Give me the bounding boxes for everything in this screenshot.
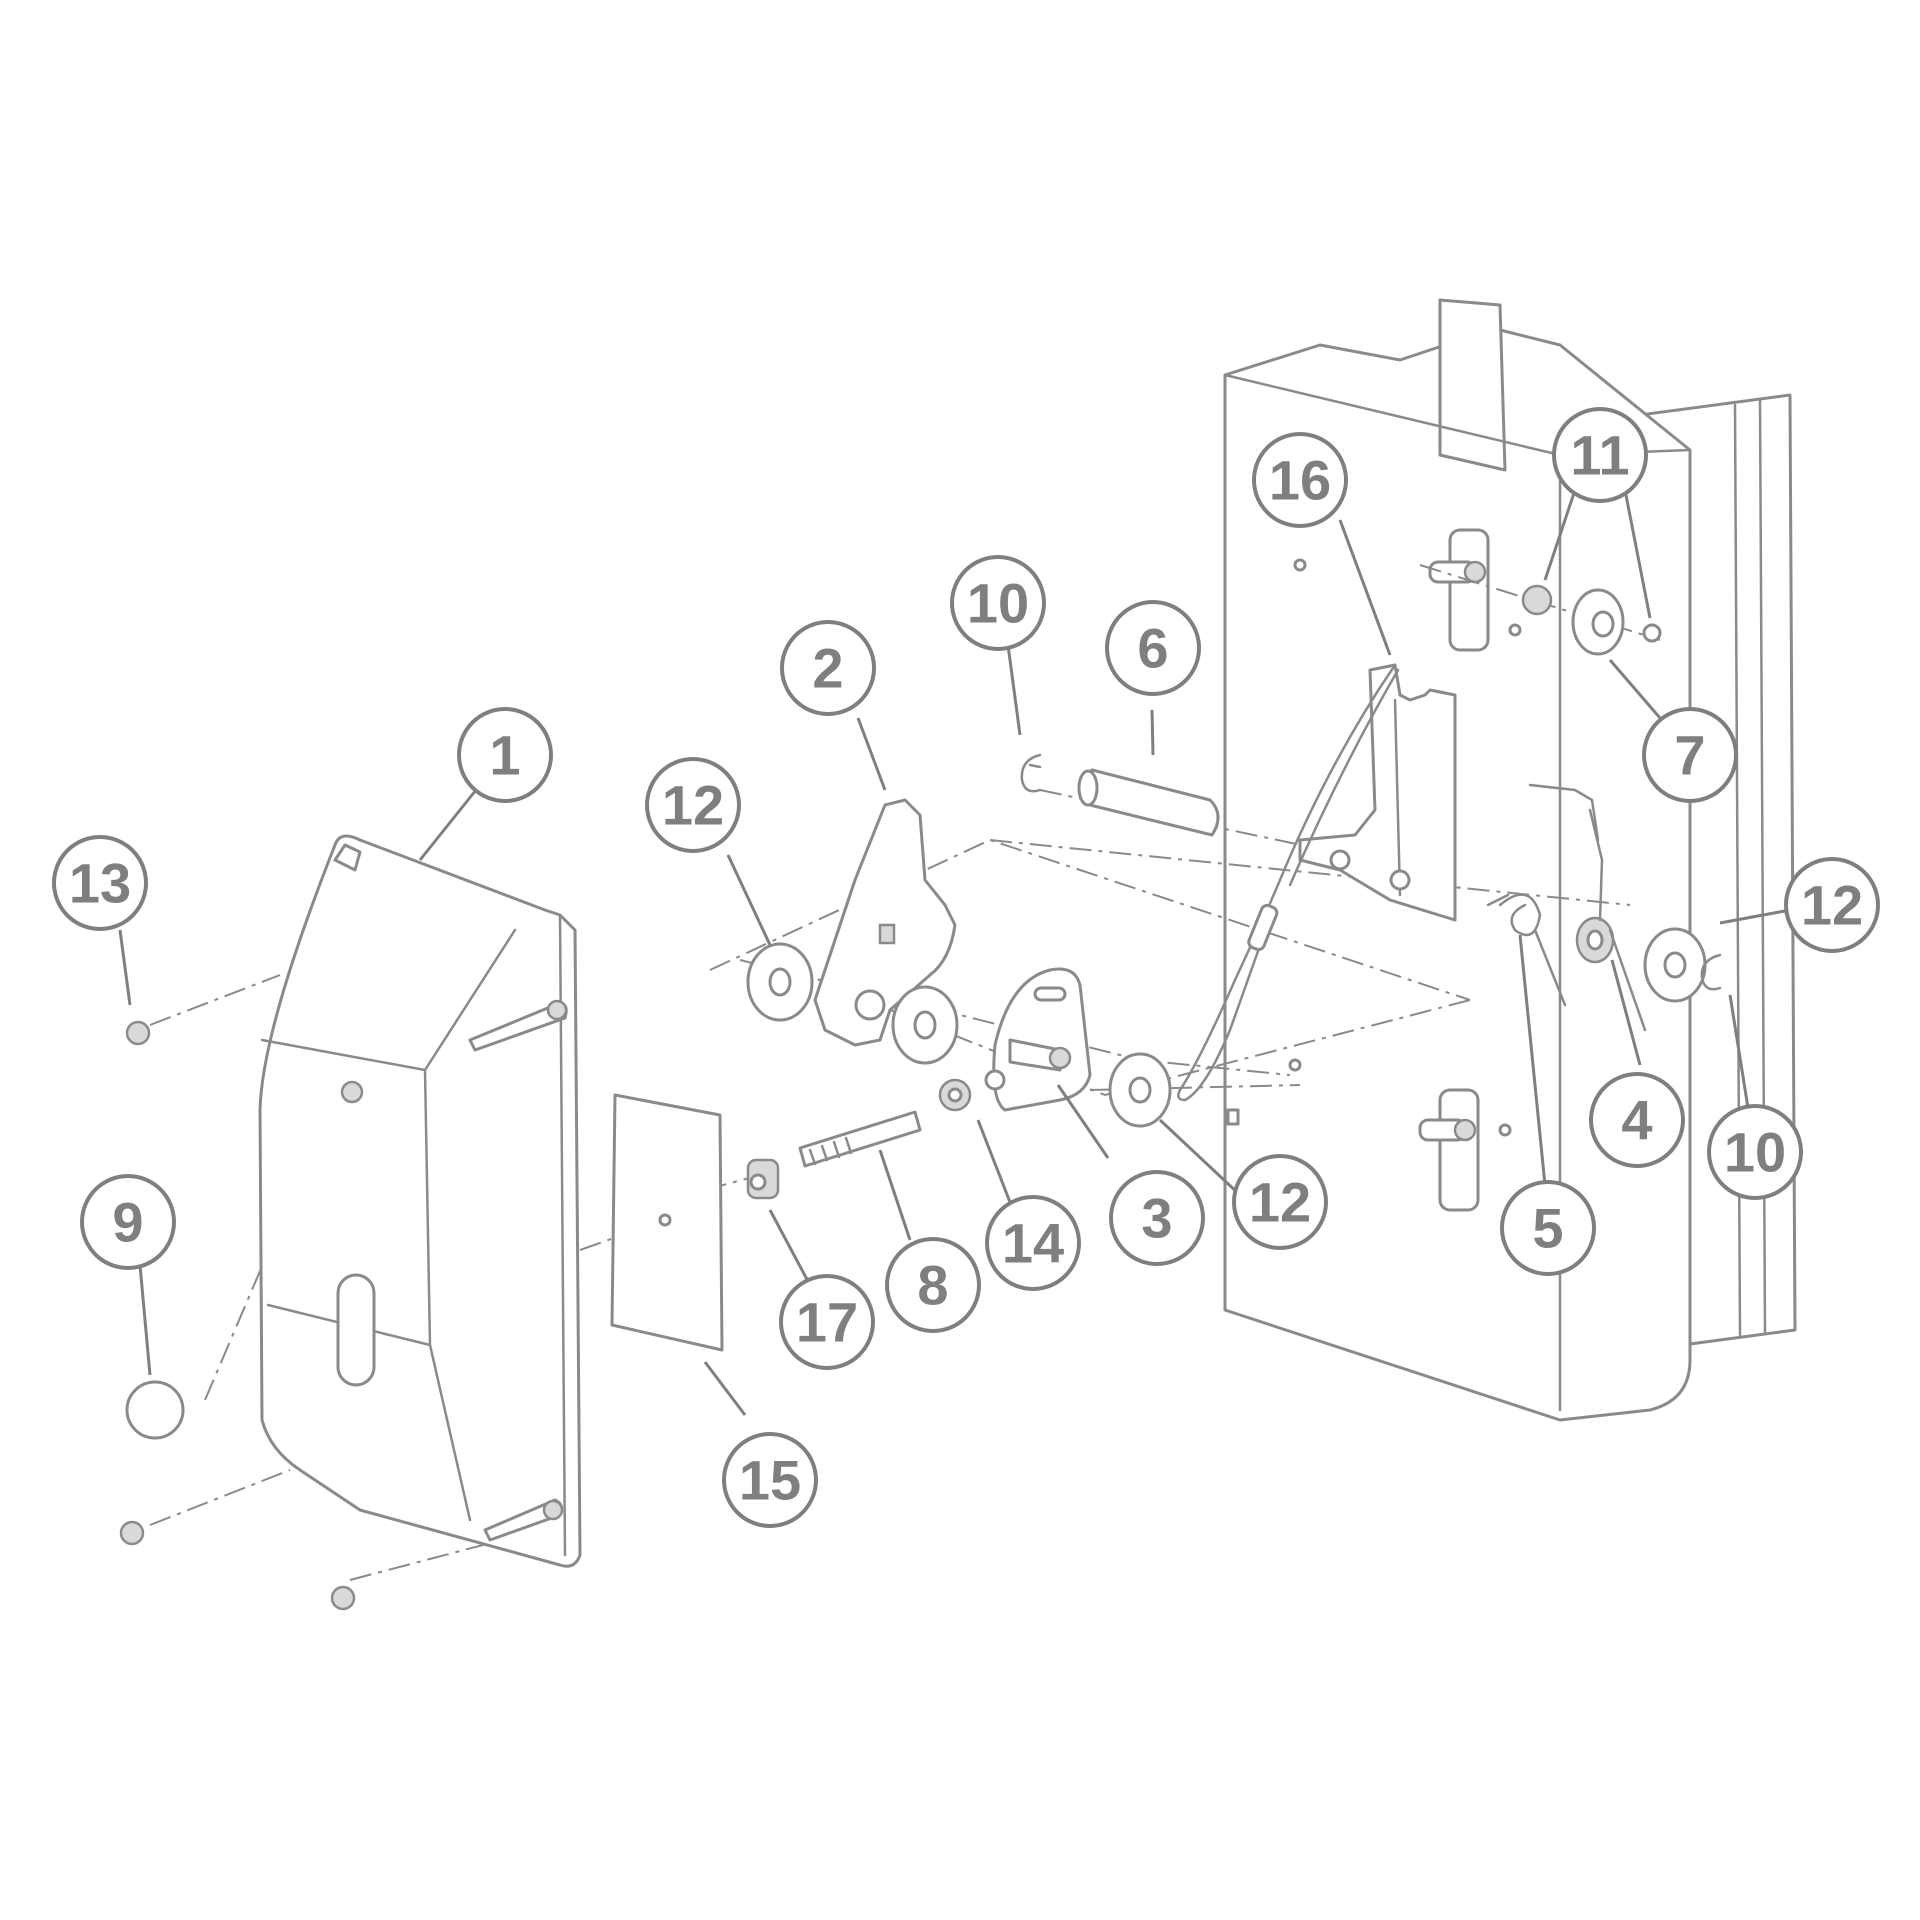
- lever: [813, 798, 957, 1047]
- catch-and-cable: [1177, 663, 1457, 1102]
- svg-text:14: 14: [1002, 1212, 1064, 1275]
- callout-10b: 10: [1707, 1104, 1803, 1200]
- svg-text:16: 16: [1269, 449, 1331, 512]
- callout-3: 3: [1109, 1170, 1205, 1266]
- callout-12c: 12: [1232, 1154, 1328, 1250]
- callout-12a: 12: [645, 757, 741, 853]
- svg-text:10: 10: [967, 572, 1029, 635]
- svg-text:17: 17: [796, 1291, 858, 1354]
- hardware: [746, 1078, 972, 1200]
- svg-text:11: 11: [1570, 424, 1629, 487]
- svg-text:6: 6: [1137, 617, 1168, 680]
- svg-text:12: 12: [1249, 1171, 1311, 1234]
- svg-text:2: 2: [812, 637, 843, 700]
- cover: [258, 834, 582, 1568]
- callout-16: 16: [1252, 432, 1348, 528]
- springs-and-small-parts: [1486, 584, 1662, 1032]
- latch-plate: [984, 967, 1092, 1112]
- svg-text:1: 1: [489, 724, 520, 787]
- screws: [119, 1020, 356, 1611]
- e-clips: [1020, 753, 1722, 991]
- svg-text:13: 13: [69, 852, 131, 915]
- callout-11: 11: [1552, 407, 1648, 503]
- callout-7: 7: [1642, 707, 1738, 803]
- callout-15: 15: [722, 1432, 818, 1528]
- callout-17: 17: [779, 1274, 875, 1370]
- callout-6: 6: [1105, 600, 1201, 696]
- pin: [1077, 768, 1220, 837]
- svg-text:10: 10: [1724, 1121, 1786, 1184]
- callout-2: 2: [780, 620, 876, 716]
- leader-lines: [118, 489, 1791, 1416]
- svg-text:7: 7: [1674, 724, 1705, 787]
- svg-text:15: 15: [739, 1449, 801, 1512]
- svg-text:5: 5: [1532, 1197, 1563, 1260]
- callout-4: 4: [1589, 1072, 1685, 1168]
- callout-13: 13: [52, 835, 148, 931]
- svg-text:8: 8: [917, 1254, 948, 1317]
- svg-text:12: 12: [1801, 874, 1863, 937]
- svg-text:3: 3: [1141, 1187, 1172, 1250]
- callout-1: 1: [457, 707, 553, 803]
- washers: [746, 927, 1707, 1128]
- callout-9: 9: [80, 1174, 176, 1270]
- callout-14: 14: [985, 1195, 1081, 1291]
- svg-text:9: 9: [112, 1191, 143, 1254]
- callout-8: 8: [885, 1237, 981, 1333]
- callout-10a: 10: [950, 555, 1046, 651]
- plug: [125, 1380, 185, 1440]
- callout-12b: 12: [1784, 857, 1880, 953]
- callout-5: 5: [1500, 1180, 1596, 1276]
- svg-text:12: 12: [662, 774, 724, 837]
- svg-text:4: 4: [1621, 1089, 1652, 1152]
